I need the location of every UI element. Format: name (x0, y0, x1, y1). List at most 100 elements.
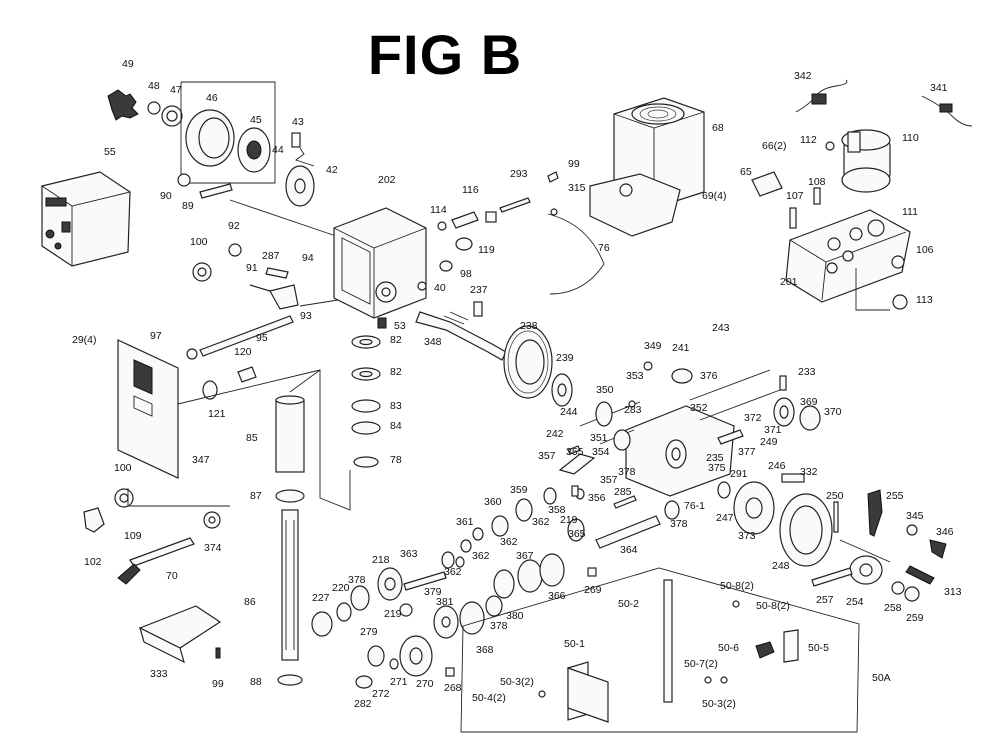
part-label-235: 235 (706, 452, 724, 464)
part-label-50-4: 50-4(2) (472, 692, 506, 704)
motor-cover (547, 97, 705, 295)
part-label-219b: 219 (384, 608, 402, 620)
part-label-381: 381 (436, 596, 454, 608)
part-label-201: 201 (780, 276, 798, 288)
part-label-40: 40 (434, 282, 446, 294)
horizontal-shaft (177, 315, 321, 405)
part-label-348: 348 (424, 336, 442, 348)
part-label-282: 282 (354, 698, 372, 710)
part-label-120: 120 (234, 346, 252, 358)
part-label-366: 366 (548, 590, 566, 602)
part-label-360: 360 (484, 496, 502, 508)
part-label-45: 45 (250, 114, 262, 126)
part-label-362a: 362 (532, 516, 550, 528)
part-label-84: 84 (390, 420, 402, 432)
part-label-93: 93 (300, 310, 312, 322)
part-label-50-7: 50-7(2) (684, 658, 718, 670)
part-label-239: 239 (556, 352, 574, 364)
part-label-365: 365 (568, 528, 586, 540)
part-label-48: 48 (148, 80, 160, 92)
part-label-368: 368 (476, 644, 494, 656)
part-label-102: 102 (84, 556, 102, 568)
part-label-237: 237 (470, 284, 488, 296)
part-label-111: 111 (902, 206, 918, 218)
part-label-270: 270 (416, 678, 434, 690)
feed-lever-hub (811, 489, 947, 602)
part-label-358: 358 (548, 504, 566, 516)
part-label-250: 250 (826, 490, 844, 502)
part-label-97: 97 (150, 330, 162, 342)
part-label-361: 361 (456, 516, 474, 528)
part-label-257: 257 (816, 594, 834, 606)
part-label-121: 121 (208, 408, 226, 420)
part-label-353: 353 (626, 370, 644, 382)
part-label-377: 377 (738, 446, 756, 458)
part-label-50-3a: 50-3(2) (500, 676, 534, 688)
part-label-46: 46 (206, 92, 218, 104)
part-label-110: 110 (902, 132, 919, 144)
part-label-248: 248 (772, 560, 790, 572)
part-label-42: 42 (326, 164, 338, 176)
part-label-269: 269 (584, 584, 602, 596)
part-label-241: 241 (672, 342, 690, 354)
part-label-220: 220 (332, 582, 350, 594)
part-label-354: 354 (592, 446, 610, 458)
part-label-88: 88 (250, 676, 262, 688)
feed-dial (689, 369, 821, 445)
motor-and-mount-plate (751, 129, 911, 311)
part-label-364: 364 (620, 544, 638, 556)
part-label-89: 89 (182, 200, 194, 212)
part-label-244: 244 (560, 406, 578, 418)
part-label-82a: 82 (390, 334, 402, 346)
part-label-285: 285 (614, 486, 632, 498)
part-label-65: 65 (740, 166, 752, 178)
gear-train (460, 445, 680, 577)
part-label-259: 259 (906, 612, 924, 624)
part-label-47: 47 (170, 84, 182, 96)
part-label-44: 44 (272, 144, 284, 156)
part-label-99b: 99 (568, 158, 580, 170)
part-label-116: 116 (462, 184, 479, 196)
part-label-100b: 100 (114, 462, 132, 474)
part-label-68: 68 (712, 122, 724, 134)
control-box (41, 171, 131, 267)
part-label-238: 238 (520, 320, 538, 332)
part-label-66: 66(2) (762, 140, 787, 152)
part-label-246: 246 (768, 460, 786, 472)
part-label-53: 53 (394, 320, 406, 332)
part-label-50A: 50A (872, 672, 891, 684)
bearing-stack (351, 335, 381, 468)
dial-collar (185, 109, 315, 207)
part-label-371: 371 (764, 424, 782, 436)
part-label-352: 352 (690, 402, 708, 414)
part-label-50-6: 50-6 (718, 642, 740, 654)
kit-50A-callout (460, 567, 860, 733)
part-label-107: 107 (786, 190, 804, 202)
part-label-376: 376 (700, 370, 718, 382)
part-label-258: 258 (884, 602, 902, 614)
part-label-82b: 82 (390, 366, 402, 378)
part-label-50-8a: 50-8(2) (720, 580, 754, 592)
part-label-362c: 362 (472, 550, 490, 562)
part-label-50-5: 50-5 (808, 642, 830, 654)
part-label-83: 83 (390, 400, 402, 412)
part-label-227: 227 (312, 592, 330, 604)
part-label-342: 342 (794, 70, 812, 82)
power-cables (795, 79, 973, 127)
part-label-254: 254 (846, 596, 864, 608)
part-label-346: 346 (936, 526, 954, 538)
part-label-218: 218 (372, 554, 390, 566)
part-label-349: 349 (644, 340, 662, 352)
part-label-98: 98 (460, 268, 472, 280)
part-label-375: 375 (708, 462, 726, 474)
part-label-119: 119 (478, 244, 495, 256)
part-label-369: 369 (800, 396, 818, 408)
part-label-279: 279 (360, 626, 378, 638)
quill-and-spindle (275, 369, 351, 686)
part-label-356: 356 (588, 492, 606, 504)
part-label-255: 255 (886, 490, 904, 502)
part-label-347: 347 (192, 454, 210, 466)
part-label-378c: 378 (348, 574, 366, 586)
part-label-114: 114 (430, 204, 447, 216)
